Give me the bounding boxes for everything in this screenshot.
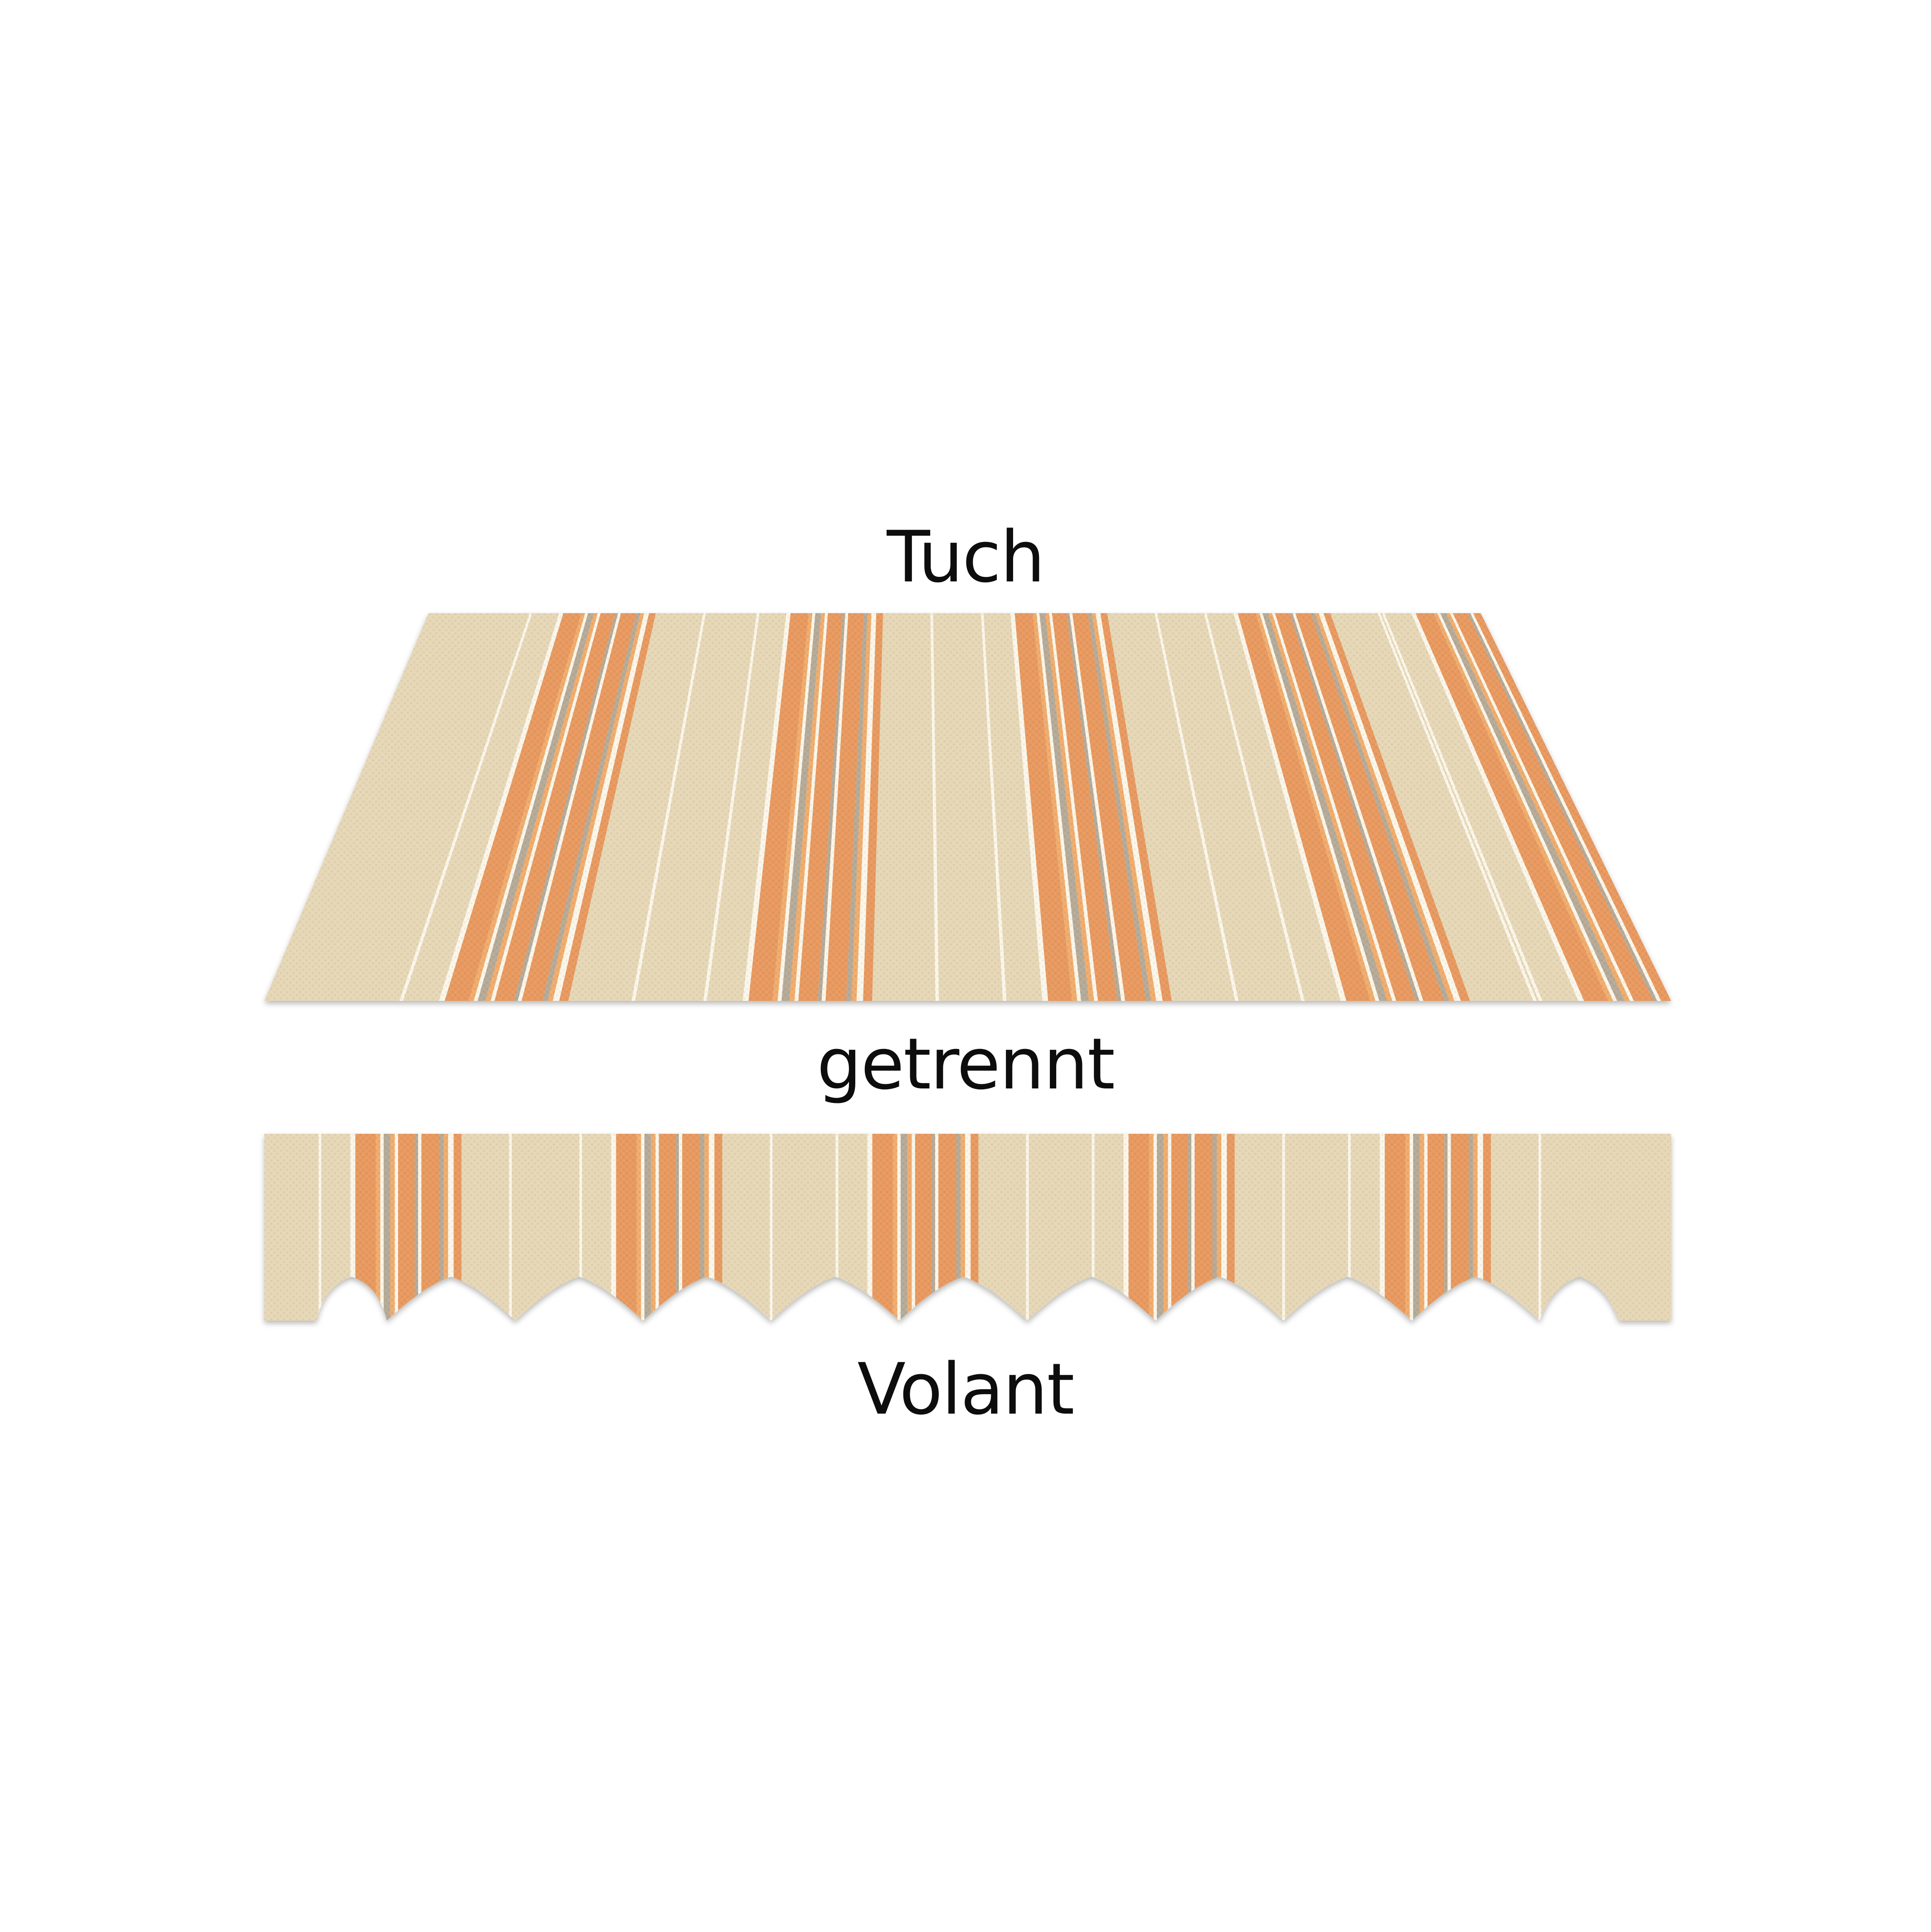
label-valance: Volant bbox=[857, 1348, 1074, 1430]
valance-panel bbox=[264, 1134, 1671, 1321]
awning-cloth-panel bbox=[264, 613, 1671, 1001]
awning-cloth-texture bbox=[264, 613, 1671, 1001]
label-separated: getrennt bbox=[817, 1023, 1115, 1105]
label-awning-cloth: Tuch bbox=[887, 516, 1045, 598]
valance-texture bbox=[264, 1134, 1671, 1321]
